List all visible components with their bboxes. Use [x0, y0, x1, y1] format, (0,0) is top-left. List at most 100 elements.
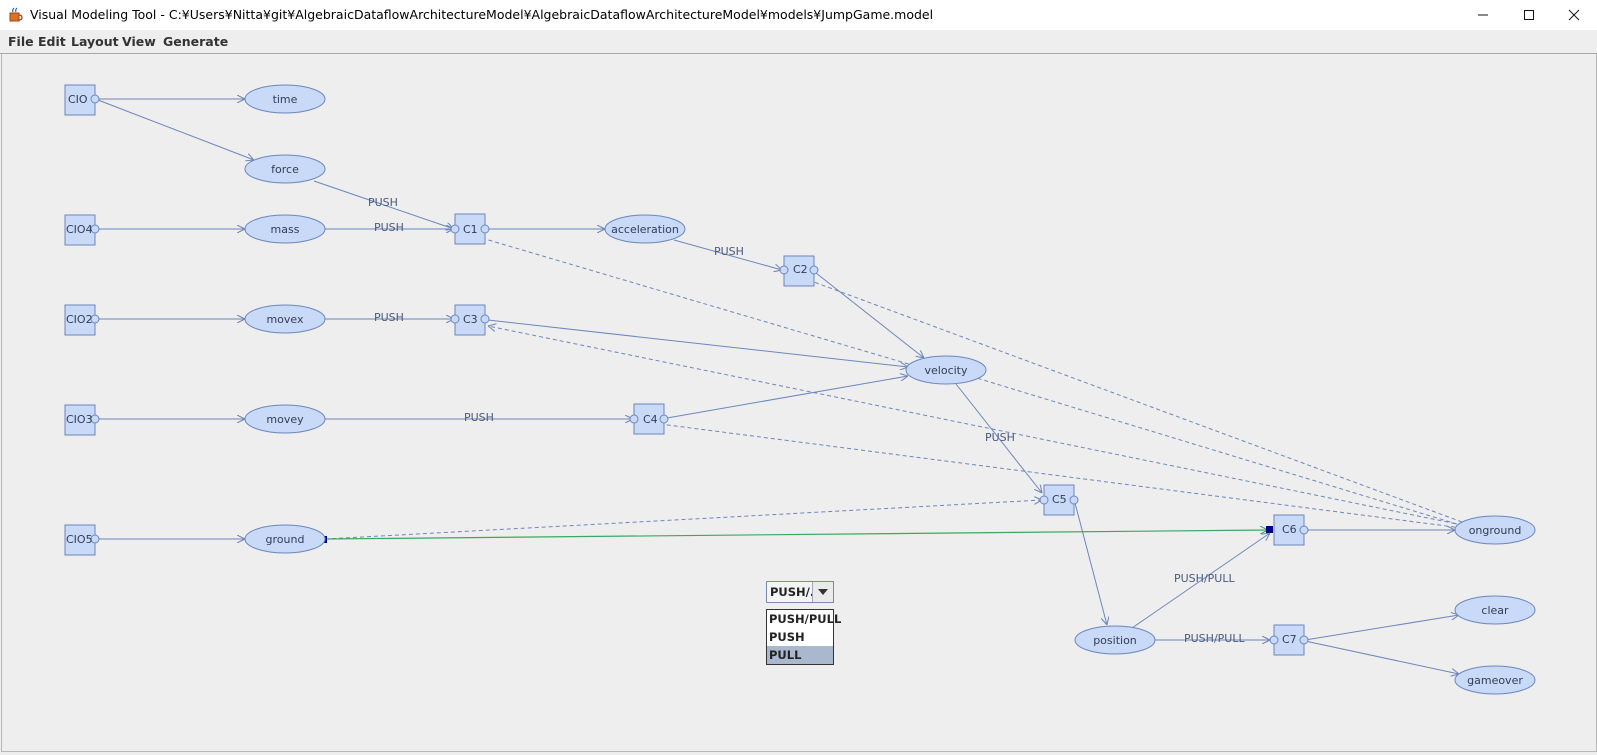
io-channel-label: CIO5: [66, 533, 93, 546]
resource-label: clear: [1481, 604, 1509, 617]
edge-onground-c3-dashed[interactable]: [488, 326, 1463, 526]
menu-edit[interactable]: Edit: [38, 34, 66, 49]
port[interactable]: [659, 414, 669, 424]
port[interactable]: [1069, 495, 1079, 505]
minimize-button[interactable]: [1460, 0, 1506, 30]
edge-label: PUSH: [368, 196, 398, 209]
port[interactable]: [779, 265, 789, 275]
resource-velocity[interactable]: [905, 355, 987, 385]
edge-onground-c4-dashed[interactable]: [637, 421, 1463, 529]
resource-force[interactable]: [244, 154, 326, 184]
resource-label: movex: [266, 313, 304, 326]
edge-ground-c5-dashed[interactable]: [324, 500, 1042, 540]
edge-label: PUSH: [374, 221, 404, 234]
combobox-dropdown-button[interactable]: [812, 582, 833, 602]
channel-label: C4: [643, 413, 658, 426]
resource-clear[interactable]: [1454, 595, 1536, 625]
menu-file[interactable]: File: [8, 34, 34, 49]
window-title: Visual Modeling Tool - C:¥Users¥Nitta¥gi…: [30, 7, 934, 22]
edge-c5-position[interactable]: [1074, 502, 1107, 625]
menu-generate[interactable]: Generate: [163, 34, 229, 49]
io-channel-label: CIO4: [66, 223, 93, 236]
window-titlebar: Visual Modeling Tool - C:¥Users¥Nitta¥gi…: [0, 0, 1597, 31]
resource-label: time: [273, 93, 298, 106]
minimize-icon: [1478, 14, 1488, 16]
edge-onground-c2-dashed[interactable]: [787, 272, 1463, 523]
close-button[interactable]: [1551, 0, 1597, 30]
diagram-canvas[interactable]: CIO CIO4 CIO2 CIO3 CIO5 C1 C2 C3 C4 C5 C…: [1, 54, 1597, 752]
resource-label: velocity: [925, 364, 968, 377]
dropdown-option-pull[interactable]: PULL: [767, 646, 833, 664]
resource-label: force: [271, 163, 299, 176]
edge-c2-velocity[interactable]: [815, 272, 924, 358]
menu-layout[interactable]: Layout: [71, 34, 119, 49]
maximize-button[interactable]: [1506, 0, 1552, 30]
port[interactable]: [90, 224, 100, 234]
port[interactable]: [809, 265, 819, 275]
port[interactable]: [90, 314, 100, 324]
port[interactable]: [90, 414, 100, 424]
port[interactable]: [1299, 635, 1309, 645]
port[interactable]: [450, 314, 460, 324]
chevron-down-icon: [818, 589, 828, 595]
resource-position[interactable]: [1074, 625, 1156, 655]
edge-force-c1[interactable]: [313, 180, 454, 229]
port[interactable]: [1269, 635, 1279, 645]
dropdown-option-push-pull[interactable]: PUSH/PULL: [769, 612, 842, 626]
port[interactable]: [90, 94, 100, 104]
edge-velocity-onground-dashed[interactable]: [923, 361, 1461, 526]
edge-type-dropdown-list: PUSH/PULL PUSH PULL: [766, 609, 842, 665]
edge-label: PUSH: [985, 431, 1015, 444]
edge-acceleration-c2[interactable]: [673, 239, 782, 270]
channel-label: C1: [463, 223, 478, 236]
edge-label: PUSH: [464, 411, 494, 424]
channel-c5[interactable]: [1043, 484, 1075, 516]
edge-cio-force[interactable]: [97, 99, 254, 160]
port[interactable]: [450, 224, 460, 234]
resource-label: onground: [1469, 524, 1522, 537]
menu-view[interactable]: View: [122, 34, 156, 49]
resource-mass[interactable]: [244, 214, 326, 244]
edge-ground-c6-selected[interactable]: [324, 530, 1268, 540]
edge-type-combobox[interactable]: PUSH/...: [766, 581, 834, 603]
resource-label: movey: [266, 413, 304, 426]
resource-movey[interactable]: [244, 404, 326, 434]
edge-label: PUSH: [714, 245, 744, 258]
edge-position-c6[interactable]: [1131, 533, 1270, 629]
dropdown-option-push[interactable]: PUSH: [769, 630, 805, 644]
io-channel-cio2[interactable]: [64, 304, 96, 336]
resource-label: position: [1093, 634, 1137, 647]
io-channel-label: CIO: [68, 93, 88, 106]
edge-c7-gameover[interactable]: [1304, 640, 1459, 674]
close-icon: [1568, 9, 1580, 21]
resource-time[interactable]: [244, 84, 326, 114]
edge-label: PUSH/PULL: [1174, 572, 1235, 585]
resource-acceleration[interactable]: [604, 214, 686, 244]
edge-c7-clear[interactable]: [1304, 615, 1459, 641]
io-channel-cio5[interactable]: [64, 524, 96, 556]
resource-onground[interactable]: [1454, 515, 1536, 545]
port[interactable]: [480, 314, 490, 324]
edge-handle-end[interactable]: [1266, 526, 1273, 533]
edge-label: PUSH: [374, 311, 404, 324]
channel-label: C5: [1052, 493, 1067, 506]
edge-velocity-c5[interactable]: [955, 383, 1042, 493]
resource-movex[interactable]: [244, 304, 326, 334]
dataflow-graph[interactable]: CIO CIO4 CIO2 CIO3 CIO5 C1 C2 C3 C4 C5 C…: [2, 54, 1596, 751]
port[interactable]: [1039, 495, 1049, 505]
edge-c3-velocity[interactable]: [487, 319, 908, 367]
port[interactable]: [1299, 525, 1309, 535]
resource-gameover[interactable]: [1454, 665, 1536, 695]
channel-label: C2: [793, 263, 808, 276]
io-channel-cio[interactable]: [64, 84, 96, 116]
port[interactable]: [90, 534, 100, 544]
port[interactable]: [480, 224, 490, 234]
io-channel-label: CIO2: [66, 313, 93, 326]
channel-c7[interactable]: [1273, 624, 1305, 656]
menu-bar: File Edit Layout View Generate: [0, 30, 1597, 54]
resource-ground[interactable]: [244, 524, 326, 554]
port[interactable]: [629, 414, 639, 424]
edge-c4-velocity[interactable]: [666, 376, 908, 419]
edge-velocity-c1-dashed[interactable]: [458, 231, 923, 369]
java-cup-icon: [9, 7, 23, 22]
